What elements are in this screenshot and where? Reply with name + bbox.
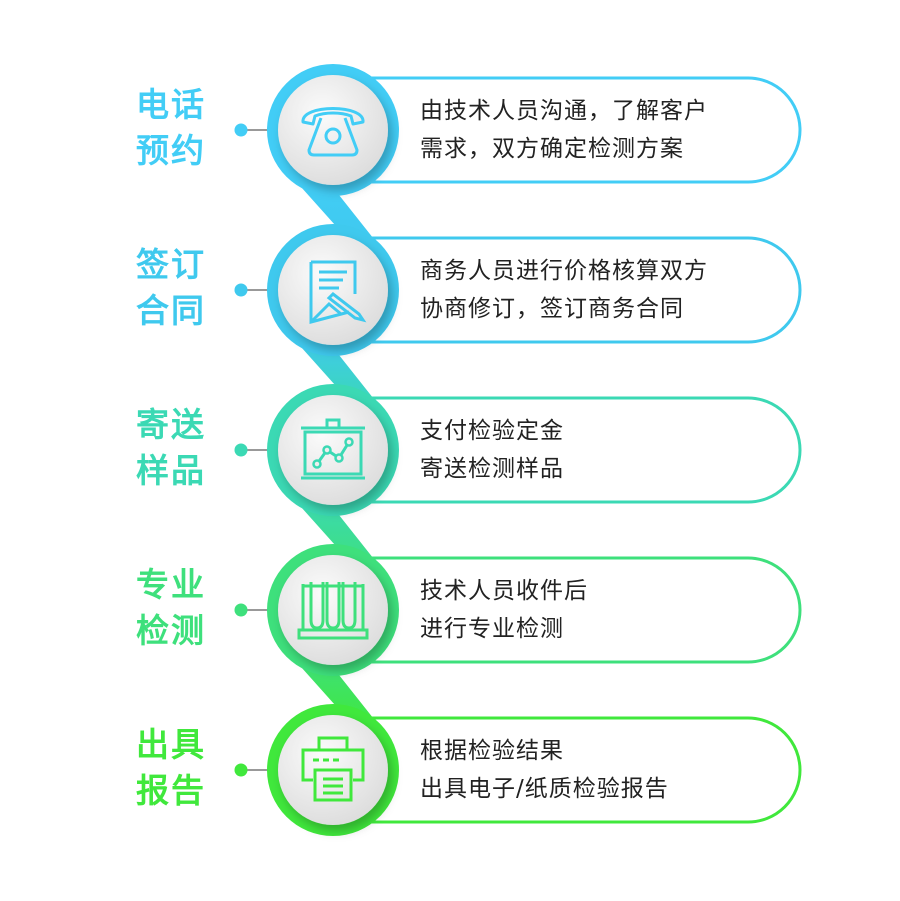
description-line: 技术人员收件后 [420, 578, 588, 604]
bullet-dot [234, 443, 248, 457]
step-description: 技术人员收件后进行专业检测 [420, 572, 588, 648]
chart-board-icon [301, 418, 365, 480]
contract-icon [309, 260, 367, 324]
step-title-line: 合同 [136, 291, 206, 330]
description-line: 由技术人员沟通，了解客户 [420, 98, 708, 124]
step-description: 由技术人员沟通，了解客户需求，双方确定检测方案 [420, 92, 708, 168]
step-title-line: 样品 [136, 451, 206, 490]
step-description: 根据检验结果出具电子/纸质检验报告 [420, 732, 669, 808]
description-line: 需求，双方确定检测方案 [420, 136, 684, 162]
step-title-line: 报告 [136, 771, 206, 810]
step-title: 专业检测 [136, 562, 226, 654]
bullet-dot [234, 603, 248, 617]
step-title: 电话预约 [136, 82, 226, 174]
step-title-line: 专业 [136, 565, 206, 604]
step-title-line: 电话 [136, 85, 206, 124]
bullet-dot [234, 283, 248, 297]
step-title-line: 出具 [136, 725, 206, 764]
step-title: 寄送样品 [136, 402, 226, 494]
printer-icon [301, 736, 365, 802]
description-line: 根据检验结果 [420, 738, 564, 764]
step-title-line: 预约 [136, 131, 206, 170]
test-tubes-icon [297, 582, 369, 640]
step-title: 出具报告 [136, 722, 226, 814]
step-box [333, 556, 802, 664]
step-description: 商务人员进行价格核算双方协商修订，签订商务合同 [420, 252, 708, 328]
telephone-icon [301, 107, 365, 157]
description-line: 支付检验定金 [420, 418, 564, 444]
step-circle [278, 395, 388, 505]
step-box [333, 716, 802, 824]
bullet-dot [234, 763, 248, 777]
step-title: 签订合同 [136, 242, 226, 334]
description-line: 进行专业检测 [420, 616, 564, 642]
step-title-line: 签订 [136, 245, 206, 284]
description-line: 商务人员进行价格核算双方 [420, 258, 708, 284]
step-circle [278, 555, 388, 665]
step-title-line: 寄送 [136, 405, 206, 444]
bullet-dot [234, 123, 248, 137]
step-title-line: 检测 [136, 611, 206, 650]
step-box [333, 76, 802, 184]
step-box [333, 396, 802, 504]
description-line: 出具电子/纸质检验报告 [420, 776, 669, 802]
description-line: 协商修订，签订商务合同 [420, 296, 684, 322]
step-box [333, 236, 802, 344]
step-description: 支付检验定金寄送检测样品 [420, 412, 564, 488]
description-line: 寄送检测样品 [420, 456, 564, 482]
step-circle [278, 235, 388, 345]
